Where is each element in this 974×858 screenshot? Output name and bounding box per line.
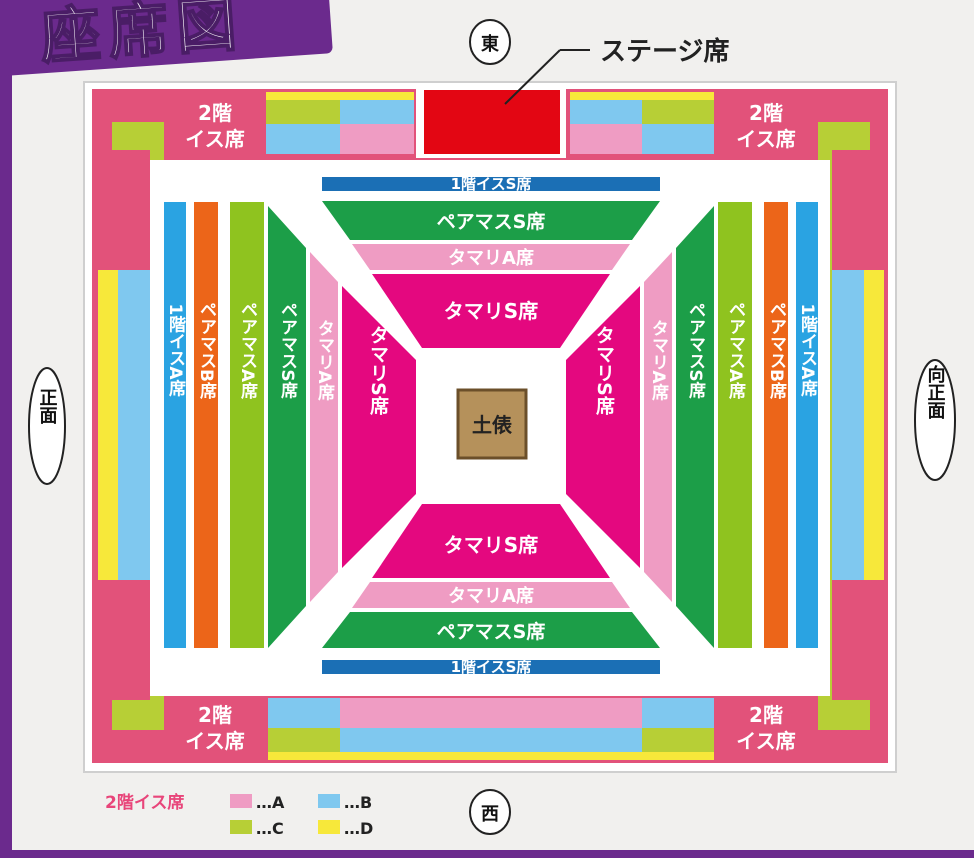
tamari-a-right-label: タマリA席 <box>648 319 669 401</box>
floor1-a-left-label: 1階イスA席 <box>165 304 186 398</box>
legend-swatch-b <box>318 794 340 808</box>
compass-east-label: 向正面 <box>925 364 946 420</box>
stage-label: ステージ席 <box>600 36 729 67</box>
compass-north-label: 東 <box>481 33 499 55</box>
legend-swatch-a <box>230 794 252 808</box>
pair-a-left-label: ペアマスA席 <box>237 301 258 400</box>
floor2-label-line2: イス席 <box>185 127 244 151</box>
ring-dohyo[interactable] <box>456 388 528 460</box>
floor1-a-left[interactable] <box>164 202 186 648</box>
pair-b-left-label: ペアマスB席 <box>196 301 217 400</box>
floor2-seat-d[interactable] <box>864 270 884 580</box>
tamari-s-right[interactable] <box>566 286 640 568</box>
floor2-seat-d[interactable] <box>98 270 118 580</box>
legend-swatch-d <box>318 820 340 834</box>
legend: 2階イス席 …A …B …C …D <box>105 792 373 838</box>
legend-label-d: …D <box>344 819 373 838</box>
pair-s-right-label: ペアマスS席 <box>685 301 706 399</box>
floor2-seat-a[interactable] <box>340 124 414 154</box>
legend-label-a: …A <box>256 793 285 812</box>
floor2-label-line2: イス席 <box>736 127 795 151</box>
compass-east-marker <box>914 359 956 481</box>
tamari-a-right[interactable] <box>644 252 672 602</box>
floor2-corner <box>112 150 150 270</box>
floor2-corner <box>112 580 150 700</box>
tamari-s-top[interactable] <box>372 274 610 348</box>
pair-s-bottom[interactable] <box>322 612 660 648</box>
floor2-seat-c[interactable] <box>266 100 340 124</box>
floor2-label-line1: 2階 <box>198 101 232 125</box>
pair-a-right[interactable] <box>718 202 752 648</box>
compass-west-label: 正面 <box>37 388 58 425</box>
floor1-s-top[interactable] <box>322 177 660 191</box>
ring-label: 土俵 <box>472 413 513 437</box>
floor2-seat-c[interactable] <box>642 728 714 752</box>
tamari-s-bottom[interactable] <box>372 504 610 578</box>
floor2-seat-b[interactable] <box>642 698 714 728</box>
floor1-s-bottom-label: 1階イスS席 <box>451 658 532 676</box>
floor2-seat-b[interactable] <box>570 100 642 124</box>
floor2-seat-c[interactable] <box>268 728 340 752</box>
floor1-a-right-label: 1階イスA席 <box>797 304 818 398</box>
pair-a-right-label: ペアマスA席 <box>725 301 746 400</box>
floor2-label-line2: イス席 <box>736 729 795 753</box>
tamari-s-left-label: タマリS席 <box>367 325 389 416</box>
pair-s-left[interactable] <box>268 206 306 648</box>
compass-south-label: 西 <box>481 804 499 825</box>
floor2-seat-d[interactable] <box>268 752 714 760</box>
floor2-seat-b[interactable] <box>268 698 340 728</box>
floor1-a-right[interactable] <box>796 202 818 648</box>
pair-s-bottom-label: ペアマスS席 <box>437 620 546 643</box>
legend-label-c: …C <box>256 819 284 838</box>
tamari-s-top-label: タマリS席 <box>444 299 538 323</box>
floor2-label-line1: 2階 <box>749 703 783 727</box>
floor2-corner <box>832 580 870 700</box>
floor2-seat-b[interactable] <box>340 100 414 124</box>
floor2-seat-a[interactable] <box>570 124 642 154</box>
floor1-s-top-label: 1階イスS席 <box>451 175 532 193</box>
floor2-label-line1: 2階 <box>198 703 232 727</box>
compass-south-marker <box>469 789 511 835</box>
floor2-seat-a[interactable] <box>340 698 642 728</box>
compass-north-marker <box>469 19 511 65</box>
floor2-seat-d[interactable] <box>570 92 714 100</box>
tamari-a-top-label: タマリA席 <box>448 247 534 269</box>
pair-b-right-label: ペアマスB席 <box>766 301 787 400</box>
compass-west-marker <box>28 367 66 485</box>
tamari-a-top[interactable] <box>352 244 630 270</box>
floor2-label-line1: 2階 <box>749 101 783 125</box>
tamari-s-left[interactable] <box>342 286 416 568</box>
tamari-a-bottom[interactable] <box>352 582 630 608</box>
pair-a-left[interactable] <box>230 202 264 648</box>
floor2-seat-d[interactable] <box>266 92 414 100</box>
tamari-s-right-label: タマリS席 <box>593 325 615 416</box>
pair-b-left[interactable] <box>194 202 218 648</box>
pair-s-top[interactable] <box>322 201 660 240</box>
floor2-corner <box>832 150 870 270</box>
floor2-seat-b[interactable] <box>340 728 642 752</box>
pair-b-right[interactable] <box>764 202 788 648</box>
tamari-a-left-label: タマリA席 <box>314 319 335 401</box>
pair-s-left-label: ペアマスS席 <box>277 301 298 399</box>
floor2-seat-b[interactable] <box>266 124 340 154</box>
page-frame-left <box>0 0 12 858</box>
floor1-s-bottom[interactable] <box>322 660 660 674</box>
legend-title: 2階イス席 <box>105 792 184 813</box>
floor2-seat-c[interactable] <box>642 100 714 124</box>
floor2-seat-b[interactable] <box>832 270 864 580</box>
tamari-a-left[interactable] <box>310 252 338 602</box>
floor2-seat-b[interactable] <box>642 124 714 154</box>
pair-s-right[interactable] <box>676 206 714 648</box>
floor2-seat-b[interactable] <box>118 270 150 580</box>
tamari-a-bottom-label: タマリA席 <box>448 585 534 607</box>
floor2-label-line2: イス席 <box>185 729 244 753</box>
stage-seats[interactable] <box>424 90 560 154</box>
legend-swatch-c <box>230 820 252 834</box>
stage-leader-line <box>504 49 561 105</box>
page-frame-bottom <box>0 850 974 858</box>
legend-label-b: …B <box>344 793 372 812</box>
pair-s-top-label: ペアマスS席 <box>437 210 546 233</box>
tamari-s-bottom-label: タマリS席 <box>444 533 538 557</box>
